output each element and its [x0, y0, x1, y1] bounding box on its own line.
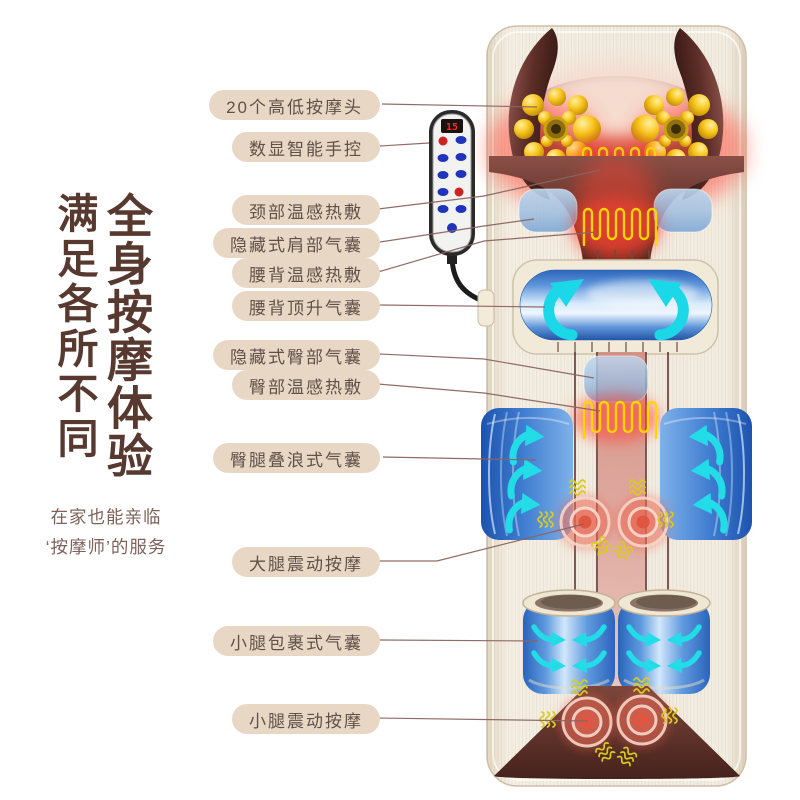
callout-label-back-heat: 腰背温感热敷 — [232, 258, 380, 288]
headline-primary: 全身按摩体验 — [101, 192, 153, 480]
hip-heating-coil-icon — [572, 394, 660, 442]
back-heating-coil-icon — [572, 197, 660, 253]
callout-label-remote: 数显智能手控 — [232, 132, 380, 162]
shoulder-airbag-left — [518, 188, 578, 233]
remote-buttons — [437, 136, 467, 233]
callout-label-hip-airbag: 隐藏式臀部气囊 — [213, 340, 380, 370]
callout-label-calf-vibration: 小腿震动按摩 — [232, 704, 380, 734]
callout-lines — [377, 103, 601, 722]
callout-label-thigh-vibration: 大腿震动按摩 — [232, 547, 380, 577]
remote-display — [441, 119, 463, 133]
subtitle-line-1: 在家也能亲临 — [50, 507, 162, 527]
subtitle: 在家也能亲临 ‘按摩师’的服务 — [24, 503, 188, 563]
callout-label-shoulder-airbag: 隐藏式肩部气囊 — [213, 228, 380, 258]
headline-secondary: 满足各所不同 — [51, 192, 97, 462]
callout-label-hip-heat: 臀部温感热敷 — [232, 370, 380, 400]
callout-label-lumbar-airbag: 腰背顶升气囊 — [232, 291, 380, 321]
callout-label-calf-airbag: 小腿包裹式气囊 — [213, 626, 380, 656]
remote-control: 15 — [429, 110, 495, 327]
calf-airbag-right — [618, 590, 710, 694]
remote-display-value: 15 — [446, 122, 458, 133]
callout-label-massage-heads: 20个高低按摩头 — [209, 90, 380, 120]
shoulder-airbag-right — [653, 188, 713, 233]
calf-airbag-left — [523, 590, 615, 694]
callout-label-wave-airbag: 臀腿叠浪式气囊 — [213, 443, 380, 473]
callout-label-neck-heat: 颈部温感热敷 — [232, 195, 380, 225]
subtitle-line-2: ‘按摩师’的服务 — [45, 536, 167, 557]
wave-airbag-right — [660, 408, 752, 540]
cable-connector — [477, 289, 495, 327]
lumbar-section — [512, 250, 719, 355]
